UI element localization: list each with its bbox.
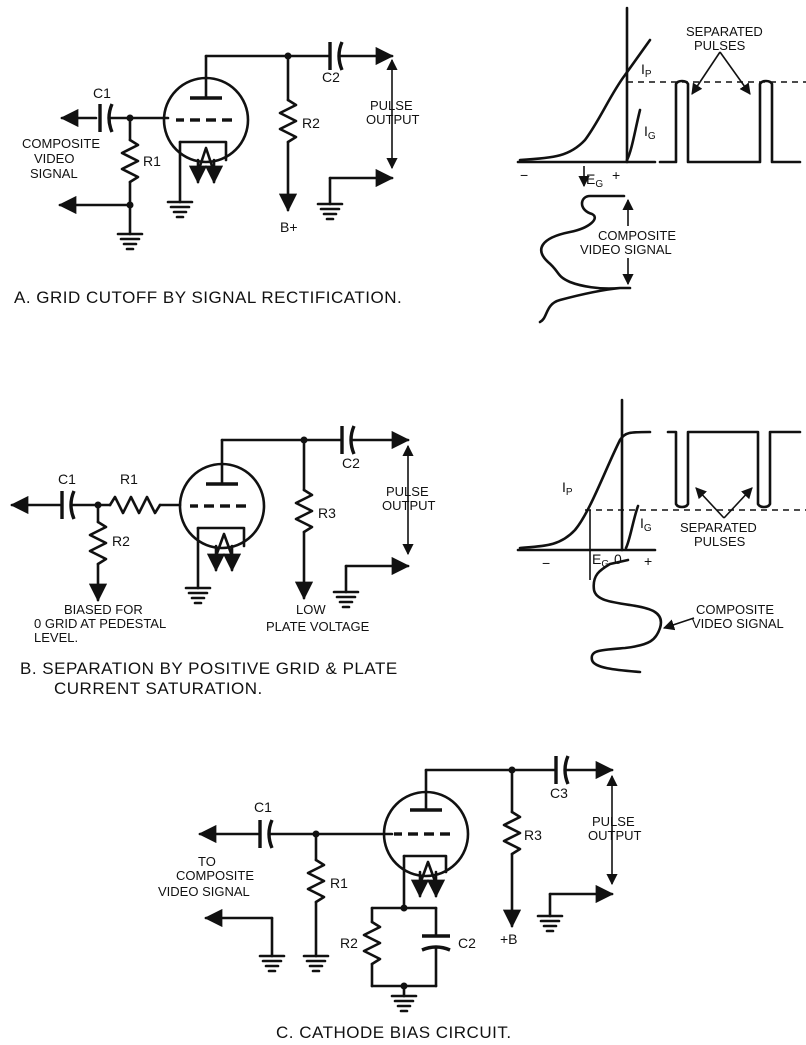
ground-b-1 <box>184 586 212 605</box>
caption-a: A. GRID CUTOFF BY SIGNAL RECTIFICATION. <box>14 288 402 307</box>
ground-c-3 <box>390 994 418 1013</box>
vacuum-tube-c <box>382 768 470 898</box>
graph-a-ig-label: IG <box>644 123 656 142</box>
label-r3-b: R3 <box>318 505 336 521</box>
label-bias-b-3: LEVEL. <box>34 630 78 645</box>
graph-b-ip-curve <box>518 430 652 550</box>
label-output-b-2: OUTPUT <box>382 498 436 513</box>
label-input-c-2: COMPOSITE <box>176 868 254 883</box>
graph-a-ip-label: IP <box>641 61 652 80</box>
label-input-c-3: VIDEO SIGNAL <box>158 884 250 899</box>
circuit-c <box>198 755 618 1013</box>
graph-b-video-1: COMPOSITE <box>696 602 774 617</box>
label-r2-a: R2 <box>302 115 320 131</box>
ground-a-3 <box>316 202 344 221</box>
label-r2-c: R2 <box>340 935 358 951</box>
ground-c-1 <box>302 954 330 973</box>
graph-b-ig-curve <box>624 504 640 550</box>
label-c2-c: C2 <box>458 935 476 951</box>
label-c1-a: C1 <box>93 85 111 101</box>
circuit-a <box>58 41 398 251</box>
ground-c-4 <box>536 914 564 933</box>
caption-c: C. CATHODE BIAS CIRCUIT. <box>276 1023 512 1042</box>
vacuum-tube-a <box>162 54 250 184</box>
label-supply-b-1: LOW <box>296 602 326 617</box>
graph-b-plus: + <box>644 553 652 569</box>
graph-b-pulses <box>666 430 802 509</box>
label-input-a-3: SIGNAL <box>30 166 78 181</box>
graph-b-minus: − <box>542 555 550 571</box>
graph-a-minus: − <box>520 167 528 183</box>
label-r1-b: R1 <box>120 471 138 487</box>
resistor-r2-a <box>278 98 298 144</box>
resistor-r3-b <box>294 488 314 534</box>
graph-a <box>516 6 806 324</box>
graph-a-eg-label: EG <box>586 171 603 190</box>
label-r3-c: R3 <box>524 827 542 843</box>
label-c2-b: C2 <box>342 455 360 471</box>
graph-b-ig-label: IG <box>640 515 652 534</box>
graph-a-pulses-1: SEPARATED <box>686 24 763 39</box>
label-output-c-2: OUTPUT <box>588 828 642 843</box>
ground-a-1 <box>116 232 144 251</box>
graph-b-eg-label: EG <box>592 551 609 570</box>
label-bias-b-1: BIASED FOR <box>64 602 143 617</box>
graph-a-video-2: VIDEO SIGNAL <box>580 242 672 257</box>
graph-b-zero: 0 <box>614 551 622 567</box>
label-c1-b: C1 <box>58 471 76 487</box>
label-output-a-1: PULSE <box>370 98 413 113</box>
resistor-r3-c <box>502 810 522 856</box>
label-input-a-1: COMPOSITE <box>22 136 100 151</box>
graph-b-pulses-1: SEPARATED <box>680 520 757 535</box>
graph-b-video-2: VIDEO SIGNAL <box>692 616 784 631</box>
resistor-r1-c <box>306 858 326 904</box>
resistor-r1-b <box>108 495 162 515</box>
label-input-a-2: VIDEO <box>34 151 74 166</box>
label-c2-a: C2 <box>322 69 340 85</box>
label-output-c-1: PULSE <box>592 814 635 829</box>
label-input-c-1: TO <box>198 854 216 869</box>
graph-a-plus: + <box>612 167 620 183</box>
resistor-r2-c <box>362 920 382 966</box>
label-output-a-2: OUTPUT <box>366 112 420 127</box>
graph-a-pulses-2: PULSES <box>694 38 746 53</box>
label-r1-a: R1 <box>143 153 161 169</box>
label-c3-c: C3 <box>550 785 568 801</box>
circuit-b <box>10 425 414 609</box>
graph-b-video-signal <box>590 558 663 674</box>
ground-a-2 <box>166 200 194 219</box>
graph-b-ip-label: IP <box>562 479 573 498</box>
graph-a-video-signal <box>538 194 632 324</box>
resistor-r1-a <box>120 138 140 184</box>
caption-b-2: CURRENT SATURATION. <box>54 679 263 698</box>
graph-a-ig-curve <box>625 108 642 162</box>
label-supply-b-2: PLATE VOLTAGE <box>266 619 370 634</box>
graph-a-pulses <box>658 79 802 164</box>
ground-c-2 <box>258 954 286 973</box>
label-r2-b: R2 <box>112 533 130 549</box>
graph-b <box>516 398 806 674</box>
graph-a-video-1: COMPOSITE <box>598 228 676 243</box>
graph-a-ip-curve <box>518 38 652 162</box>
graph-b-pulses-2: PULSES <box>694 534 746 549</box>
ground-b-2 <box>332 590 360 609</box>
vacuum-tube-b <box>178 438 266 572</box>
label-supply-c: +B <box>500 931 518 947</box>
label-c1-c: C1 <box>254 799 272 815</box>
label-supply-a: B+ <box>280 219 298 235</box>
label-r1-c: R1 <box>330 875 348 891</box>
caption-b-1: B. SEPARATION BY POSITIVE GRID & PLATE <box>20 659 398 678</box>
label-bias-b-2: 0 GRID AT PEDESTAL <box>34 616 166 631</box>
label-output-b-1: PULSE <box>386 484 429 499</box>
resistor-r2-b <box>88 520 108 566</box>
